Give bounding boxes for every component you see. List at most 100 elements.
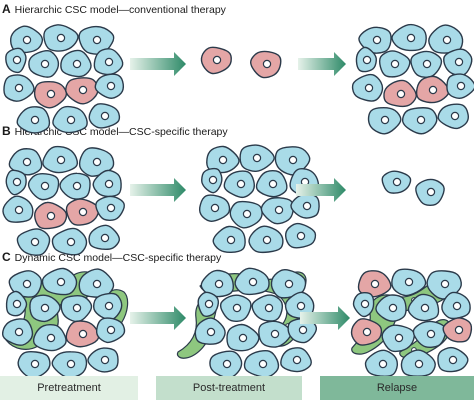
arrow-layer xyxy=(130,52,350,330)
tumor-cell xyxy=(415,178,445,207)
tumor-cell xyxy=(51,227,88,256)
cell-nucleus xyxy=(236,179,246,189)
cell-nucleus xyxy=(46,211,56,221)
cell-nucleus xyxy=(222,359,232,369)
progression-arrow xyxy=(130,52,186,76)
tumor-cell xyxy=(358,26,392,54)
cell-nucleus xyxy=(204,299,214,309)
cell-nucleus xyxy=(14,327,24,337)
tumor-cell xyxy=(42,145,79,174)
tumor-cell xyxy=(284,291,315,320)
tumor-cell xyxy=(5,47,27,74)
cell-nucleus xyxy=(206,327,216,337)
tumor-cell xyxy=(43,24,79,52)
tumor-cell xyxy=(410,50,443,78)
tumor-cell xyxy=(274,146,311,176)
cell-nucleus xyxy=(30,115,40,125)
cell-nucleus xyxy=(100,355,110,365)
tumor-cell xyxy=(351,73,384,102)
cell-nucleus xyxy=(92,157,102,167)
tumor-cell xyxy=(201,167,223,194)
cell-nucleus xyxy=(442,35,452,45)
tumor-cell xyxy=(255,170,288,198)
tumor-cell xyxy=(270,268,307,299)
tumor-cell xyxy=(352,291,375,318)
diagram-canvas xyxy=(1,23,474,376)
tumor-cell xyxy=(3,74,35,102)
cell-nucleus xyxy=(106,325,116,335)
tumor-cell xyxy=(355,46,377,73)
cell-nucleus xyxy=(298,325,308,335)
cell-nucleus xyxy=(296,231,306,241)
tumor-cell xyxy=(41,267,78,296)
cell-nucleus xyxy=(420,303,430,313)
cell-nucleus xyxy=(46,333,56,343)
cell-nucleus xyxy=(56,155,66,165)
cell-nucleus xyxy=(360,299,370,309)
tumor-cell xyxy=(1,318,34,346)
cell-nucleus xyxy=(274,205,284,215)
cell-nucleus xyxy=(252,153,262,163)
tumor-cell xyxy=(378,50,411,78)
tumor-cell xyxy=(28,49,60,78)
cell-nucleus xyxy=(56,277,66,287)
cell-nucleus xyxy=(362,327,372,337)
tumor-cell xyxy=(219,294,252,322)
stage-pretreatment-label: Pretreatment xyxy=(37,382,101,394)
cell-nucleus xyxy=(284,279,294,289)
stage-pretreatment: Pretreatment xyxy=(0,376,138,400)
cell-nucleus xyxy=(388,303,398,313)
cancer-stem-cell xyxy=(383,79,417,108)
cell-nucleus xyxy=(362,55,372,65)
tumor-cell xyxy=(16,106,51,134)
tumor-cell xyxy=(375,294,407,322)
tumor-cell xyxy=(78,268,115,298)
cell-nucleus xyxy=(30,237,40,247)
tumor-cell xyxy=(407,293,440,322)
cell-nucleus xyxy=(292,355,302,365)
cell-nucleus xyxy=(22,157,32,167)
tumor-cell xyxy=(199,194,231,222)
cell-nucleus xyxy=(66,359,76,369)
tumor-cell xyxy=(16,228,51,256)
progression-arrow xyxy=(298,52,346,76)
cell-nucleus xyxy=(392,177,402,187)
cancer-stem-cell xyxy=(350,318,383,346)
tumor-cell xyxy=(391,268,427,297)
cell-nucleus xyxy=(270,329,280,339)
tumor-cell xyxy=(381,170,412,194)
cell-nucleus xyxy=(12,299,22,309)
tumor-cell xyxy=(401,107,438,135)
tumor-cell xyxy=(60,295,93,323)
cell-nucleus xyxy=(302,201,312,211)
cell-nucleus xyxy=(238,333,248,343)
cell-nucleus xyxy=(404,277,414,287)
cell-nucleus xyxy=(242,209,252,219)
cell-nucleus xyxy=(104,179,114,189)
cell-nucleus xyxy=(296,301,306,311)
tumor-cell xyxy=(437,103,469,130)
panel-c-letter: C xyxy=(2,250,11,264)
cell-nucleus xyxy=(406,33,416,43)
cell-nucleus xyxy=(248,277,258,287)
tumor-cell xyxy=(234,267,270,296)
tumor-cell xyxy=(290,193,320,219)
tumor-cell xyxy=(243,350,280,376)
tumor-cell xyxy=(5,290,28,317)
stage-post-treatment: Post-treatment xyxy=(156,376,302,400)
progression-arrow xyxy=(130,178,186,202)
cancer-stem-cell xyxy=(200,46,232,75)
tumor-cell xyxy=(260,197,295,225)
cell-nucleus xyxy=(422,59,432,69)
tumor-cell xyxy=(51,351,88,376)
cell-nucleus xyxy=(72,303,82,313)
tumor-cell xyxy=(412,320,447,349)
cell-nucleus xyxy=(14,205,24,215)
tumor-cell xyxy=(59,172,91,200)
cell-nucleus xyxy=(214,279,224,289)
cell-nucleus xyxy=(208,175,218,185)
tumor-cell xyxy=(287,317,318,344)
panel-a-letter: A xyxy=(2,2,11,16)
tumor-cell xyxy=(87,347,119,373)
